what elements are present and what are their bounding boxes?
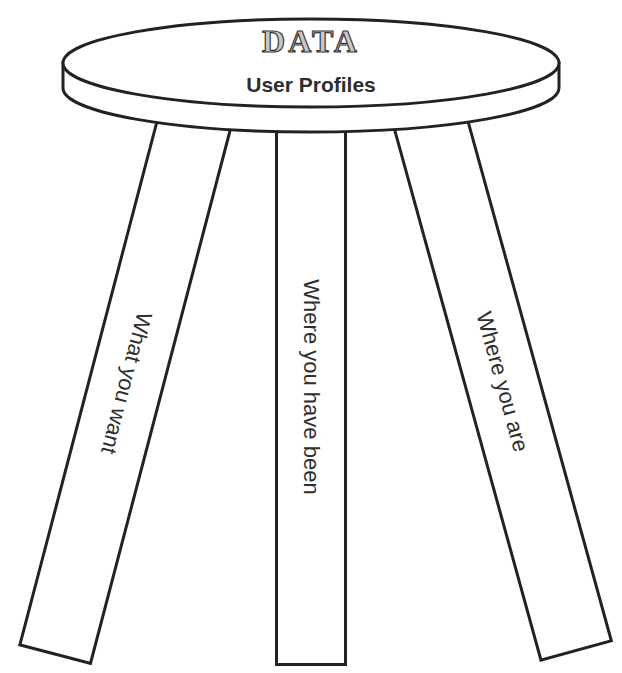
- leg-label: Where you are: [472, 309, 534, 455]
- stool-seat: DATA User Profiles: [60, 16, 562, 136]
- leg-label: What you want: [96, 310, 156, 457]
- seat-top: [63, 19, 559, 107]
- stool-leg: What you want: [18, 100, 235, 665]
- leg-label: Where you have been: [299, 279, 323, 494]
- seat-heading: DATA: [262, 24, 360, 59]
- seat-label: User Profiles: [246, 73, 376, 96]
- stool-leg: Where you have been: [275, 108, 347, 666]
- stool-leg: Where you are: [391, 102, 613, 662]
